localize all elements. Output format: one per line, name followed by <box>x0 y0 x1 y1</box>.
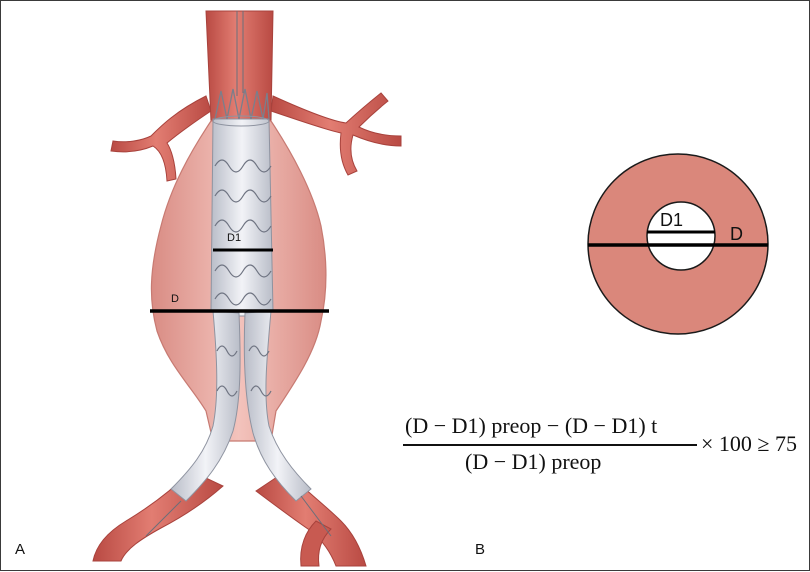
reduction-formula: (D − D1) preop − (D − D1) t (D − D1) pre… <box>401 413 810 483</box>
d-label: D <box>171 293 179 305</box>
aneurysm-illustration: D1 D <box>1 1 441 572</box>
d1-label: D1 <box>227 232 241 244</box>
aorta-neck <box>206 11 273 121</box>
formula-rhs: × 100 ≥ 75 <box>701 431 797 457</box>
left-iliac-artery <box>93 471 223 561</box>
panel-a-label: A <box>15 541 25 558</box>
cross-section-diagram: D1 D <box>578 144 778 344</box>
formula-denominator: (D − D1) preop <box>465 449 601 475</box>
d1-label-cross-section: D1 <box>660 210 683 230</box>
fraction-bar <box>403 444 697 446</box>
formula-numerator: (D − D1) preop − (D − D1) t <box>405 413 657 439</box>
d-label-cross-section: D <box>730 224 743 244</box>
panel-b-label: B <box>475 541 485 558</box>
stent-graft-body <box>211 119 273 316</box>
